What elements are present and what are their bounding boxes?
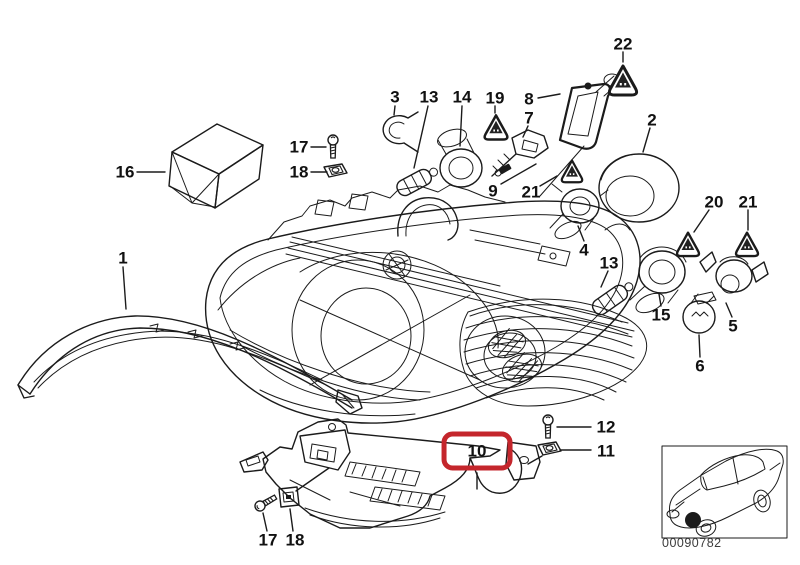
socket-drawing (549, 183, 609, 240)
part-callout-8[interactable]: 8 (524, 89, 534, 109)
diagram-image-id: 00090782 (662, 536, 722, 550)
headlight-position-marker (685, 512, 701, 528)
socket-drawing (437, 128, 483, 188)
part-callout-1[interactable]: 1 (118, 248, 128, 268)
part-callout-11[interactable]: 11 (597, 441, 615, 461)
socket-drawing (699, 251, 769, 294)
round-cap-drawing (598, 153, 680, 223)
retaining-clip-drawing (382, 111, 419, 153)
part-callout-6[interactable]: 6 (695, 356, 705, 376)
bulb-drawing (396, 167, 439, 197)
leader-lines (122, 51, 749, 532)
part-callout-21[interactable]: 21 (738, 192, 758, 212)
socket-drawing (629, 246, 687, 314)
part-callout-19[interactable]: 19 (485, 88, 505, 108)
part-callout-5[interactable]: 5 (728, 316, 738, 336)
part-callout-12[interactable]: 12 (596, 417, 616, 437)
part-callout-22[interactable]: 22 (613, 34, 633, 54)
part-callout-20[interactable]: 20 (704, 192, 724, 212)
mount-bracket-drawing (539, 73, 621, 197)
part-callout-18[interactable]: 18 (285, 530, 305, 550)
part-callout-17[interactable]: 17 (289, 137, 309, 157)
part-callout-7[interactable]: 7 (524, 108, 534, 128)
part-callout-15[interactable]: 15 (651, 305, 671, 325)
adjuster-drawing (491, 129, 549, 177)
mounting-bracket-drawing (239, 418, 541, 529)
part-callout-13[interactable]: 13 (599, 253, 619, 273)
part-callout-21[interactable]: 21 (521, 182, 541, 202)
part-callout-14[interactable]: 14 (452, 87, 472, 107)
clip-nut-icon (278, 486, 300, 508)
part-callout-13[interactable]: 13 (419, 87, 439, 107)
bulb-drawing (682, 291, 717, 334)
part-callout-17[interactable]: 17 (258, 530, 278, 550)
part-callout-4[interactable]: 4 (579, 240, 589, 260)
part-callout-2[interactable]: 2 (647, 110, 657, 130)
part-callout-16[interactable]: 16 (115, 162, 135, 182)
part-callout-9[interactable]: 9 (488, 181, 498, 201)
bulb-drawing (591, 282, 634, 316)
storage-box-drawing (168, 123, 264, 209)
trim-strip-drawing (17, 315, 363, 415)
part-callout-3[interactable]: 3 (390, 87, 400, 107)
car-thumbnail (661, 445, 788, 539)
part-callout-10-selected[interactable]: 10 (441, 431, 513, 471)
part-callout-18[interactable]: 18 (289, 162, 309, 182)
